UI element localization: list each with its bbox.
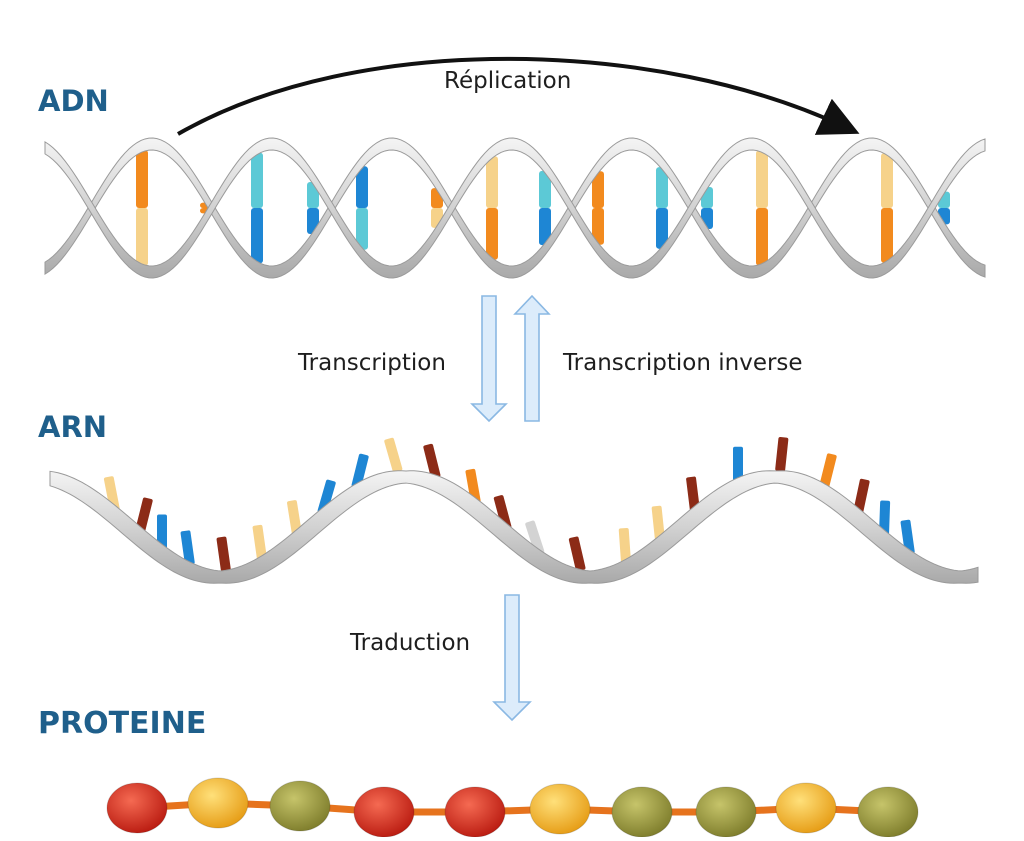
- dna-base-top: [656, 167, 668, 208]
- dna-base-top: [356, 166, 368, 208]
- rna-base: [651, 505, 665, 541]
- rna-base: [216, 536, 231, 572]
- dna-base-top: [592, 171, 604, 208]
- rna-base: [317, 479, 336, 515]
- amino-acid-bead: [106, 782, 168, 834]
- transcription-arrow: [470, 295, 508, 423]
- translation-arrow: [492, 594, 532, 722]
- dna-base-bottom: [356, 208, 368, 250]
- dna-base-bottom: [539, 208, 551, 246]
- dna-base-bottom: [592, 208, 604, 245]
- rna-base: [103, 476, 120, 511]
- rna-base: [384, 437, 403, 473]
- rna-base: [351, 453, 369, 489]
- rna-base: [525, 520, 545, 555]
- dna-base-bottom: [136, 208, 148, 266]
- dna-base-bottom: [251, 208, 263, 264]
- replication-label: Réplication: [444, 68, 572, 94]
- dna-base-top: [136, 150, 148, 208]
- dna-base-top: [539, 170, 551, 208]
- rna-base: [733, 446, 743, 481]
- amino-acid-bead: [444, 786, 506, 838]
- amino-acid-bead: [611, 786, 673, 838]
- rna-base: [493, 495, 512, 530]
- dna-double-helix: [44, 137, 986, 279]
- rna-base: [252, 524, 267, 560]
- rna-base: [853, 478, 870, 514]
- dna-title: ADN: [38, 84, 109, 118]
- dna-base-top: [486, 156, 498, 208]
- reverse-transcription-label: Transcription inverse: [563, 350, 803, 376]
- dna-base-top: [251, 152, 263, 208]
- dna-base-bottom: [486, 208, 498, 260]
- rna-base: [423, 443, 441, 479]
- translation-label: Traduction: [350, 630, 471, 656]
- dna-base-top: [756, 150, 768, 208]
- dna-base-bottom: [756, 208, 768, 266]
- rna-base: [879, 500, 891, 535]
- rna-base: [157, 514, 167, 549]
- rna-base: [775, 437, 789, 472]
- rna-strand: [49, 437, 979, 584]
- transcription-label: Transcription: [298, 350, 446, 376]
- amino-acid-bead: [187, 777, 249, 829]
- protein-chain: [106, 777, 919, 838]
- rna-base: [568, 536, 586, 572]
- amino-acid-bead: [269, 780, 331, 832]
- rna-base: [686, 476, 700, 512]
- amino-acid-bead: [695, 786, 757, 838]
- rna-base: [465, 468, 481, 504]
- reverse-transcription-arrow: [513, 294, 551, 422]
- replication-arrow: [177, 56, 860, 136]
- protein-linker: [133, 799, 892, 816]
- amino-acid-bead: [775, 782, 837, 834]
- dna-base-bottom: [881, 208, 893, 263]
- dna-strand-front: [44, 137, 986, 279]
- rna-base: [135, 497, 153, 533]
- amino-acid-bead: [353, 786, 415, 838]
- rna-base: [618, 527, 631, 563]
- rna-base: [180, 530, 195, 565]
- dna-strand-back: [44, 137, 986, 279]
- rna-title: ARN: [38, 410, 108, 444]
- rna-base: [819, 453, 837, 488]
- dna-base-bottom: [656, 208, 668, 249]
- dna-base-top: [881, 153, 893, 208]
- rna-base: [287, 500, 302, 535]
- amino-acid-bead: [857, 786, 919, 838]
- protein-title: PROTEINE: [38, 706, 207, 741]
- rna-ribbon: [49, 470, 979, 584]
- amino-acid-bead: [529, 783, 591, 835]
